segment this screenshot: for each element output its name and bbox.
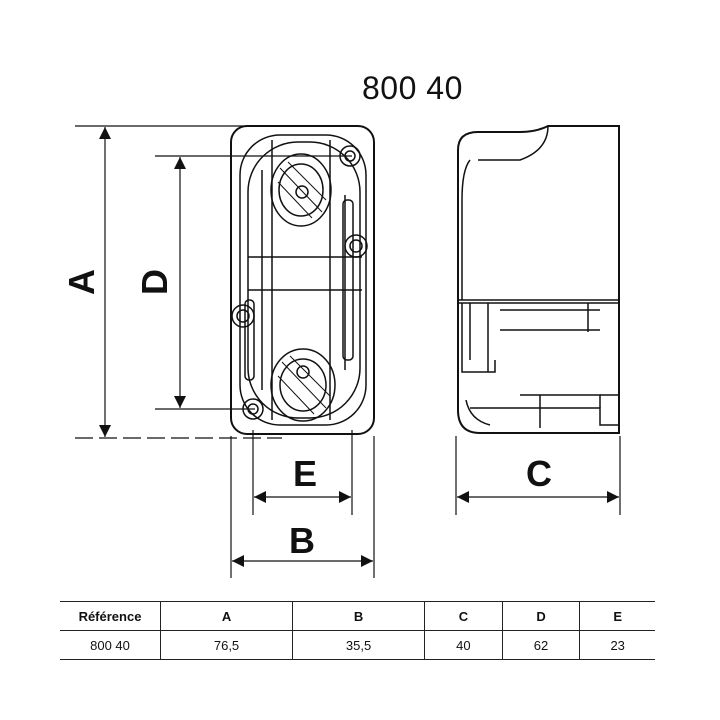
- box-inner-oval: [247, 141, 361, 419]
- technical-drawing: A D E B C: [61, 125, 621, 578]
- screw-hole-right: [344, 234, 368, 258]
- header-reference: Référence: [60, 601, 161, 631]
- screw-hole-left: [231, 304, 255, 328]
- side-view: [457, 125, 620, 434]
- table-header-row: Référence A B C D E: [60, 601, 655, 631]
- cell-c: 40: [424, 630, 503, 660]
- cell-b: 35,5: [292, 630, 425, 660]
- table-row: 800 40 76,5 35,5 40 62 23: [60, 630, 655, 660]
- dim-e-label: E: [293, 453, 317, 494]
- header-e: E: [579, 601, 655, 631]
- dimension-lines: [75, 125, 621, 578]
- product-reference-title: 800 40: [362, 70, 463, 106]
- front-view: [230, 125, 375, 435]
- dim-d-label: D: [134, 269, 175, 295]
- cell-d: 62: [501, 630, 580, 660]
- header-d: D: [501, 601, 580, 631]
- header-b: B: [292, 601, 425, 631]
- dim-c-label: C: [526, 453, 552, 494]
- side-outline: [457, 125, 620, 434]
- header-a: A: [159, 601, 293, 631]
- dim-a-label: A: [61, 269, 102, 295]
- cell-e: 23: [579, 630, 655, 660]
- dimensions-table: Référence A B C D E 800 40 76,5 35,5 40 …: [60, 601, 655, 660]
- bottom-knockout: [270, 348, 336, 422]
- box-inner-outline: [239, 134, 367, 426]
- cell-a: 76,5: [159, 630, 293, 660]
- header-c: C: [424, 601, 503, 631]
- cell-reference: 800 40: [60, 630, 161, 660]
- top-knockout: [270, 153, 332, 227]
- box-outer-outline: [230, 125, 375, 435]
- dim-b-label: B: [289, 520, 315, 561]
